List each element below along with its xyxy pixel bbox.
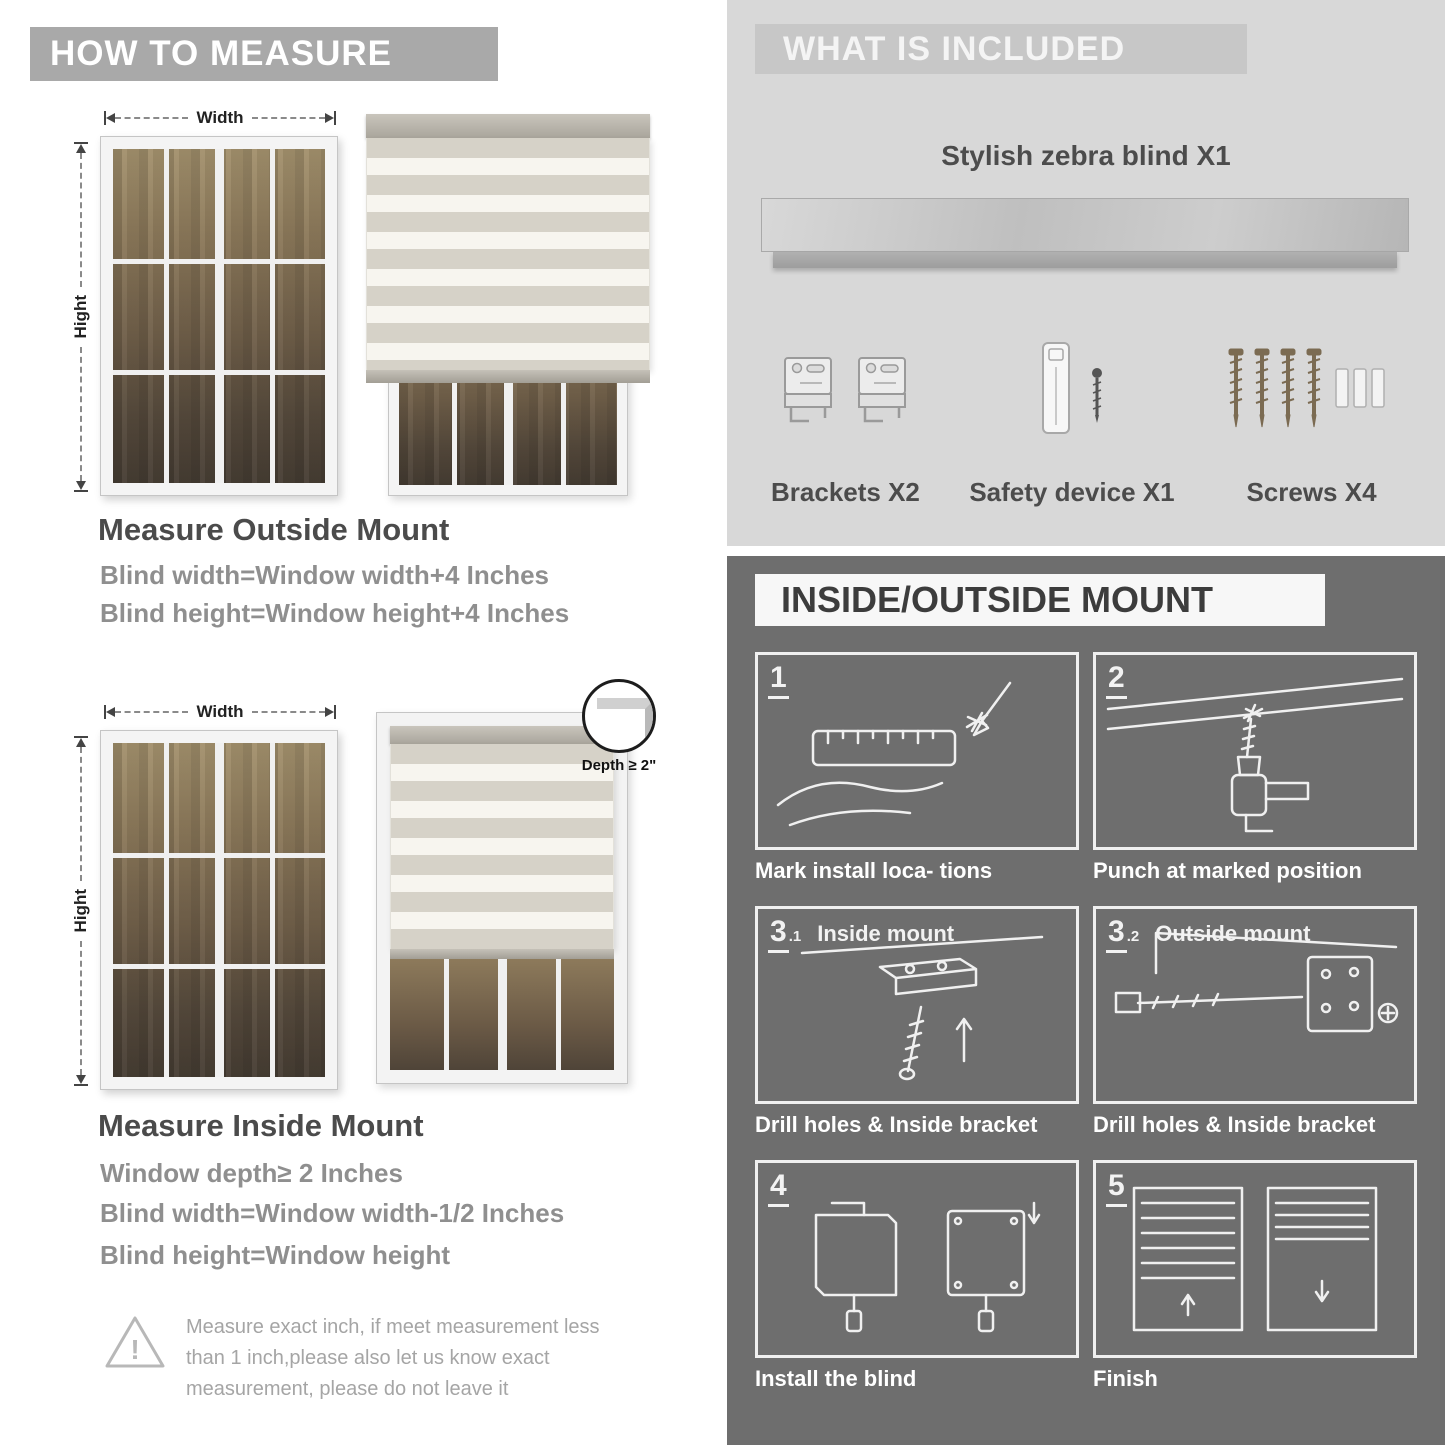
zebra-blind-headrail-illustration bbox=[761, 198, 1409, 268]
blind-bottomrail bbox=[390, 949, 614, 959]
bracket-icon bbox=[858, 356, 907, 422]
depth-label: Depth ≥ 2" bbox=[581, 757, 657, 774]
what-is-included-header: WHAT IS INCLUDED bbox=[755, 24, 1247, 74]
height-measure-arrow: Hight bbox=[70, 736, 92, 1086]
what-is-included-section: WHAT IS INCLUDED Stylish zebra blind X1 bbox=[727, 0, 1445, 546]
height-label: Hight bbox=[71, 295, 90, 339]
blind-headrail bbox=[390, 726, 614, 744]
included-item-label: Screws X4 bbox=[1246, 477, 1377, 507]
headrail-face bbox=[761, 198, 1409, 252]
width-measure-arrow: Width bbox=[104, 702, 336, 722]
warning-mark: ! bbox=[130, 1334, 139, 1365]
step-panel: 1 bbox=[755, 652, 1079, 850]
step-caption: Punch at marked position bbox=[1093, 858, 1362, 883]
step-panel: 5 bbox=[1093, 1160, 1417, 1358]
window-glass bbox=[390, 959, 614, 1070]
step-number-badge: 5 bbox=[1106, 1169, 1143, 1207]
outside-rule-width: Blind width=Window width+4 Inches bbox=[100, 560, 549, 590]
inside-rule-width: Blind width=Window width-1/2 Inches bbox=[100, 1198, 565, 1228]
height-measure-arrow: Hight bbox=[70, 142, 92, 492]
height-label: Hight bbox=[71, 889, 90, 933]
included-item-screws: Screws X4 bbox=[1224, 312, 1399, 508]
mount-step-4: 4 bbox=[755, 1160, 1079, 1392]
window-glass bbox=[113, 149, 325, 483]
warning-triangle-icon: ! bbox=[105, 1316, 165, 1368]
step-number-badge: 3.2 Outside mount bbox=[1106, 915, 1310, 953]
included-item-brackets: Brackets X2 bbox=[771, 312, 920, 508]
depth-callout: Depth ≥ 2" bbox=[567, 679, 671, 774]
how-to-measure-header: HOW TO MEASURE bbox=[30, 27, 498, 81]
step-caption: Mark install loca- tions bbox=[755, 858, 993, 883]
width-measure-arrow: Width bbox=[104, 108, 336, 128]
measure-inside-title: Measure Inside Mount bbox=[98, 1108, 424, 1143]
warning-text: Measure exact inch, if meet measurement … bbox=[186, 1316, 600, 1400]
step-number-badge: 3.1 Inside mount bbox=[768, 915, 954, 953]
outside-mount-illustrations: Width Hight bbox=[70, 96, 655, 500]
step-number-badge: 1 bbox=[768, 661, 805, 699]
window-illustration: Width Hight bbox=[70, 690, 338, 1090]
mark-locations-illustration bbox=[776, 681, 1012, 827]
install-blind-illustration bbox=[814, 1201, 1041, 1333]
width-label: Width bbox=[196, 702, 244, 721]
inside-bracket-illustration bbox=[800, 935, 1044, 1081]
window-glass bbox=[113, 743, 325, 1077]
included-product-title: Stylish zebra blind X1 bbox=[941, 140, 1231, 171]
step-caption: Install the blind bbox=[755, 1366, 917, 1391]
mount-step-5: 5 Finish bbox=[1093, 1160, 1417, 1392]
included-item-label: Safety device X1 bbox=[969, 477, 1175, 507]
outside-bracket-illustration bbox=[1114, 931, 1399, 1033]
mount-step-3-2: 3.2 Outside mount bbox=[1093, 906, 1417, 1138]
screws-icon bbox=[1227, 346, 1385, 429]
step-caption: Drill holes & Inside bracket bbox=[755, 1112, 1038, 1137]
mount-steps-grid: 1 Mark bbox=[755, 652, 1417, 1392]
step-panel: 3.2 Outside mount bbox=[1093, 906, 1417, 1104]
headrail-lip bbox=[773, 252, 1397, 268]
mount-step-1: 1 Mark bbox=[755, 652, 1079, 884]
safety-device-icon bbox=[1041, 341, 1102, 434]
window-frame bbox=[100, 136, 338, 496]
step-number-badge: 2 bbox=[1106, 661, 1143, 699]
inside-mount-blind-illustration: Depth ≥ 2" bbox=[376, 679, 656, 1084]
finished-blinds-illustration bbox=[1132, 1186, 1378, 1332]
window-frame bbox=[100, 730, 338, 1090]
outside-mount-blind-illustration bbox=[366, 114, 650, 496]
mount-step-3-1: 3.1 Inside mount bbox=[755, 906, 1079, 1138]
drill-ceiling-illustration bbox=[1106, 677, 1404, 833]
window-illustration: Width Hight bbox=[70, 96, 338, 496]
blind-stripes bbox=[390, 744, 614, 949]
depth-zoom-circle bbox=[582, 679, 656, 753]
width-label: Width bbox=[196, 108, 244, 127]
measure-outside-title: Measure Outside Mount bbox=[98, 512, 450, 547]
measure-warning: ! Measure exact inch, if meet measuremen… bbox=[102, 1312, 647, 1405]
included-items-row: Brackets X2 Safety device X1 bbox=[761, 312, 1409, 508]
step-caption: Finish bbox=[1093, 1366, 1158, 1391]
inside-rule-depth: Window depth≥ 2 Inches bbox=[100, 1158, 403, 1188]
zebra-blind bbox=[366, 114, 650, 383]
blind-headrail bbox=[366, 114, 650, 138]
inside-mount-illustrations: Width Hight bbox=[70, 679, 656, 1098]
mount-instructions-section: INSIDE/OUTSIDE MOUNT 1 bbox=[727, 556, 1445, 1445]
step-panel: 2 bbox=[1093, 652, 1417, 850]
included-item-safety-device: Safety device X1 bbox=[969, 312, 1175, 508]
step-panel: 3.1 Inside mount bbox=[755, 906, 1079, 1104]
how-to-measure-section: HOW TO MEASURE Width Hight bbox=[0, 0, 712, 1445]
blind-stripes bbox=[366, 138, 650, 370]
step-number-badge: 4 bbox=[768, 1169, 805, 1207]
bracket-icon bbox=[784, 356, 833, 422]
wall-anchors-icon bbox=[1335, 367, 1385, 408]
mount-header: INSIDE/OUTSIDE MOUNT bbox=[755, 574, 1325, 626]
mount-step-2: 2 bbox=[1093, 652, 1417, 884]
inside-rule-height: Blind height=Window height bbox=[100, 1240, 450, 1270]
step-panel: 4 bbox=[755, 1160, 1079, 1358]
step-caption: Drill holes & Inside bracket bbox=[1093, 1112, 1376, 1137]
included-item-label: Brackets X2 bbox=[771, 477, 920, 507]
blind-bottomrail bbox=[366, 370, 650, 383]
outside-rule-height: Blind height=Window height+4 Inches bbox=[100, 598, 570, 628]
